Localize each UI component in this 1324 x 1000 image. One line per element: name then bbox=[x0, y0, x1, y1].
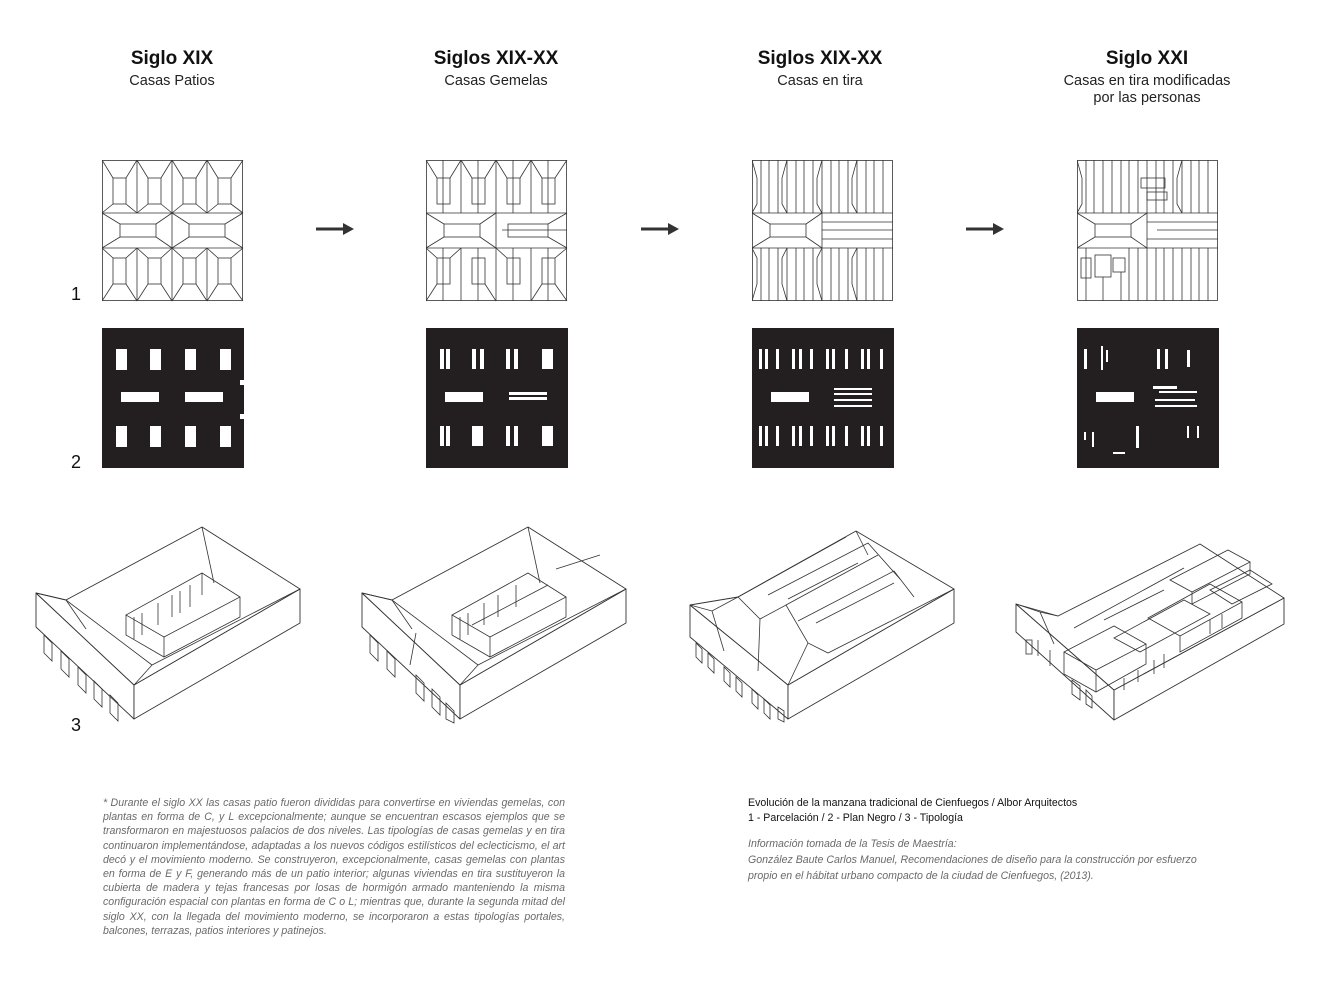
source-line-3: propio en el hábitat urbano compacto de … bbox=[748, 870, 1094, 882]
figure-ground-en-tira bbox=[752, 328, 894, 468]
figure-caption: Evolución de la manzana tradicional de C… bbox=[748, 796, 1218, 884]
row-number-tipologia: 3 bbox=[71, 715, 82, 735]
column-subtitle: Casas Gemelas bbox=[444, 73, 548, 89]
column-title: Siglos XIX-XX bbox=[433, 48, 559, 69]
caption-title: Evolución de la manzana tradicional de C… bbox=[748, 797, 1078, 809]
parcel-plan-en-tira bbox=[752, 160, 893, 302]
figure-ground-patios bbox=[102, 328, 244, 468]
source-line-1: Información tomada de la Tesis de Maestr… bbox=[748, 838, 957, 850]
column-subtitle: Casas Patios bbox=[129, 73, 215, 89]
arrow-right-icon bbox=[316, 223, 354, 235]
footnote-text: * Durante el siglo XX las casas patio fu… bbox=[103, 797, 565, 937]
column-title: Siglos XIX-XX bbox=[757, 48, 883, 69]
column-title: Siglo XXI bbox=[1105, 48, 1189, 69]
axonometric-patios bbox=[35, 526, 301, 722]
column-subtitle: Casas en tira bbox=[777, 73, 863, 89]
axonometric-en-tira bbox=[689, 530, 955, 723]
source-line-2: González Baute Carlos Manuel, Recomendac… bbox=[748, 854, 1197, 866]
parcel-plan-patios bbox=[102, 160, 244, 302]
row-number-parcelacion: 1 bbox=[71, 284, 82, 304]
column-subtitle: Casas en tira modificadas por las person… bbox=[1063, 73, 1231, 106]
column-heading-3: Siglos XIX-XX Casas en tira bbox=[670, 48, 970, 90]
parcel-plan-gemelas bbox=[426, 160, 568, 302]
axonometric-gemelas bbox=[361, 526, 627, 724]
parcel-plan-modificadas bbox=[1077, 160, 1218, 301]
caption-legend: 1 - Parcelación / 2 - Plan Negro / 3 - T… bbox=[748, 811, 963, 824]
figure-ground-modificadas bbox=[1077, 328, 1219, 468]
arrow-right-icon bbox=[966, 223, 1004, 235]
figure-ground-gemelas bbox=[426, 328, 568, 468]
column-heading-2: Siglos XIX-XX Casas Gemelas bbox=[346, 48, 646, 90]
source-note: Información tomada de la Tesis de Maestr… bbox=[748, 836, 1218, 884]
axonometric-modificadas bbox=[1015, 543, 1285, 721]
row-number-plan-negro: 2 bbox=[71, 452, 82, 472]
column-title: Siglo XIX bbox=[130, 48, 214, 69]
column-heading-4: Siglo XXI Casas en tira modificadas por … bbox=[997, 48, 1297, 107]
arrow-right-icon bbox=[641, 223, 679, 235]
column-heading-1: Siglo XIX Casas Patios bbox=[22, 48, 322, 90]
